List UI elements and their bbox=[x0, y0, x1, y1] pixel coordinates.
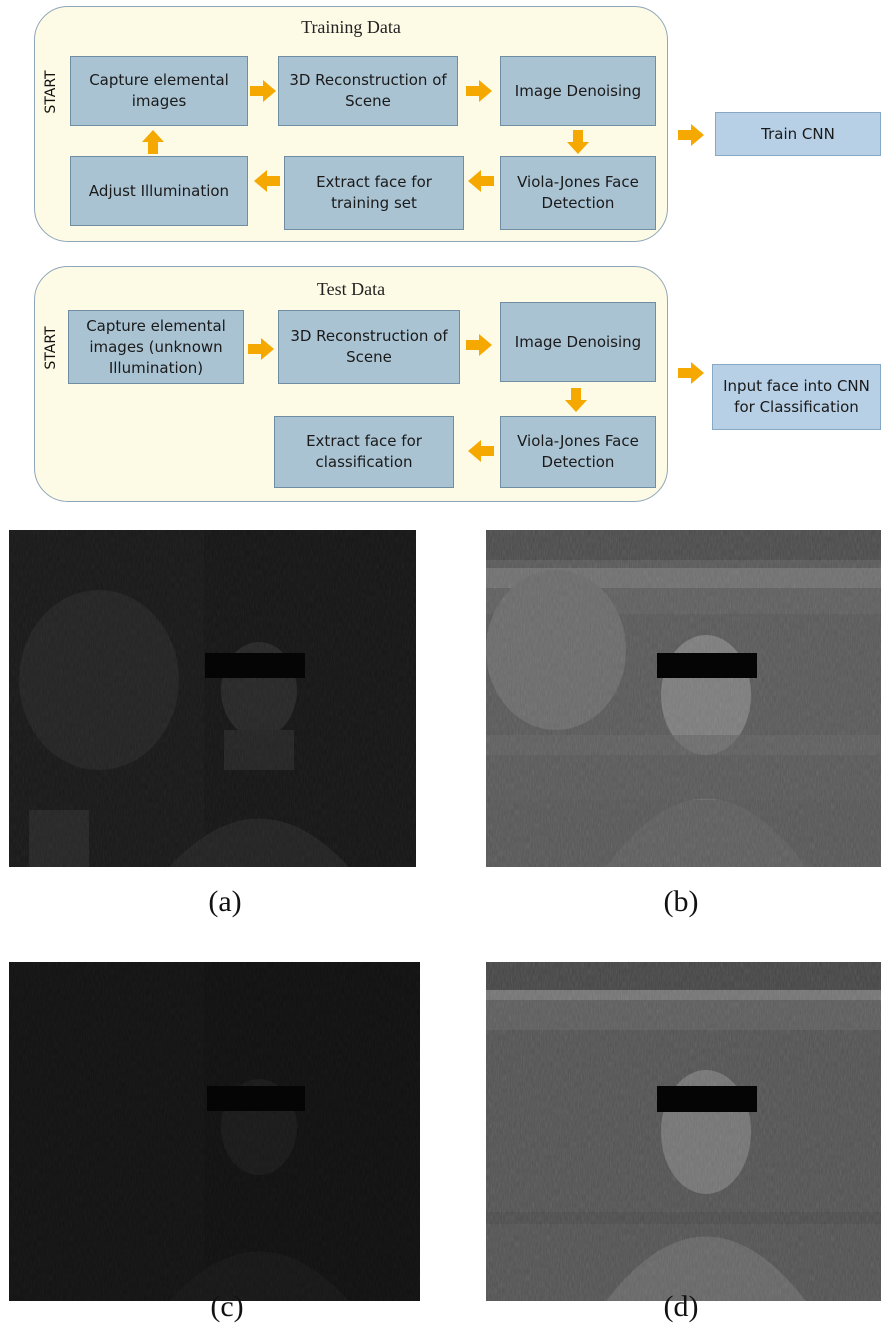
test-viola-label: Viola-Jones Face Detection bbox=[517, 432, 639, 471]
test-extract-label: Extract face for classification bbox=[306, 432, 422, 471]
reconstruction-image-d bbox=[486, 962, 881, 1301]
reconstruction-image-b bbox=[486, 530, 881, 867]
training-viola-label: Viola-Jones Face Detection bbox=[517, 173, 639, 212]
training-capture-label: Capture elemental images bbox=[89, 71, 229, 110]
training-data-title: Training Data bbox=[301, 17, 401, 37]
arrow-right-icon bbox=[248, 338, 274, 360]
arrow-up-icon bbox=[142, 130, 164, 154]
arrow-left-icon bbox=[468, 170, 494, 192]
caption-b: (b) bbox=[663, 885, 699, 918]
test-recon-box: 3D Reconstruction of Scene bbox=[278, 310, 460, 384]
test-data-title: Test Data bbox=[316, 279, 386, 299]
input-face-cnn-box: Input face into CNN for Classification bbox=[712, 364, 881, 430]
caption-c: (c) bbox=[210, 1290, 244, 1323]
training-extract-box: Extract face for training set bbox=[284, 156, 464, 230]
training-capture-box: Capture elemental images bbox=[70, 56, 248, 126]
arrow-right-icon bbox=[678, 362, 704, 384]
training-denoise-box: Image Denoising bbox=[500, 56, 656, 126]
arrow-left-icon bbox=[468, 440, 494, 462]
arrow-right-icon bbox=[250, 80, 276, 102]
arrow-down-icon bbox=[567, 130, 589, 154]
training-adjust-box: Adjust Illumination bbox=[70, 156, 248, 226]
train-cnn-label: Train CNN bbox=[761, 124, 835, 143]
reconstruction-image-a bbox=[9, 530, 416, 867]
test-denoise-label: Image Denoising bbox=[514, 332, 642, 351]
input-face-cnn-label: Input face into CNN for Classification bbox=[723, 377, 870, 416]
train-cnn-box: Train CNN bbox=[715, 112, 881, 156]
arrow-down-icon bbox=[565, 388, 587, 412]
test-extract-box: Extract face for classification bbox=[274, 416, 454, 488]
test-start-label: START bbox=[43, 326, 59, 370]
arrow-right-icon bbox=[466, 80, 492, 102]
training-denoise-label: Image Denoising bbox=[514, 81, 642, 100]
arrow-right-icon bbox=[466, 334, 492, 356]
test-viola-box: Viola-Jones Face Detection bbox=[500, 416, 656, 488]
test-recon-label: 3D Reconstruction of Scene bbox=[290, 327, 448, 366]
caption-a: (a) bbox=[208, 885, 242, 918]
caption-d: (d) bbox=[663, 1290, 699, 1323]
test-capture-box: Capture elemental images (unknown Illumi… bbox=[68, 310, 244, 384]
test-capture-label: Capture elemental images (unknown Illumi… bbox=[86, 316, 226, 377]
training-recon-box: 3D Reconstruction of Scene bbox=[278, 56, 458, 126]
reconstruction-image-c bbox=[9, 962, 420, 1301]
arrow-right-icon bbox=[678, 124, 704, 146]
training-adjust-label: Adjust Illumination bbox=[88, 181, 230, 200]
training-recon-label: 3D Reconstruction of Scene bbox=[289, 71, 447, 110]
training-start-label: START bbox=[43, 70, 59, 114]
arrow-left-icon bbox=[254, 170, 280, 192]
training-extract-label: Extract face for training set bbox=[316, 173, 432, 212]
training-viola-box: Viola-Jones Face Detection bbox=[500, 156, 656, 230]
test-denoise-box: Image Denoising bbox=[500, 302, 656, 382]
